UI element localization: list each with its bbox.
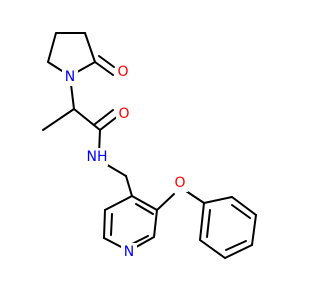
bond — [203, 196, 233, 204]
bond — [231, 196, 257, 216]
bond — [224, 244, 253, 259]
bond — [73, 108, 101, 131]
bond — [42, 108, 75, 131]
bond — [110, 213, 113, 236]
bond-layer — [42, 32, 257, 259]
bond — [94, 109, 114, 125]
bond — [94, 61, 114, 76]
atom-label-layer: O N O NH N O — [62, 63, 188, 261]
bond — [185, 190, 205, 204]
pyridine-nitrogen-label: N — [124, 244, 134, 260]
bond — [99, 115, 119, 131]
bond — [98, 55, 115, 68]
bond — [153, 209, 158, 238]
molecule-structure: O N O NH N O — [42, 32, 257, 261]
bond — [231, 204, 251, 219]
bond — [199, 202, 205, 241]
bond — [125, 175, 133, 197]
ether-oxygen-label: O — [174, 175, 185, 191]
amide-oxygen-label: O — [118, 106, 129, 122]
bond — [47, 32, 57, 63]
bond — [135, 203, 154, 215]
bond — [84, 32, 96, 63]
bond — [199, 239, 226, 259]
bond — [103, 209, 106, 239]
bond — [104, 195, 133, 211]
bond — [251, 214, 257, 246]
bond — [206, 209, 211, 238]
pyrrolidinone-nitrogen-label: N — [65, 69, 75, 85]
bond — [131, 195, 158, 211]
lactam-oxygen-label: O — [117, 64, 128, 80]
bond — [156, 193, 175, 211]
bond — [225, 240, 247, 251]
amide-nitrogen-label: NH — [87, 149, 108, 165]
